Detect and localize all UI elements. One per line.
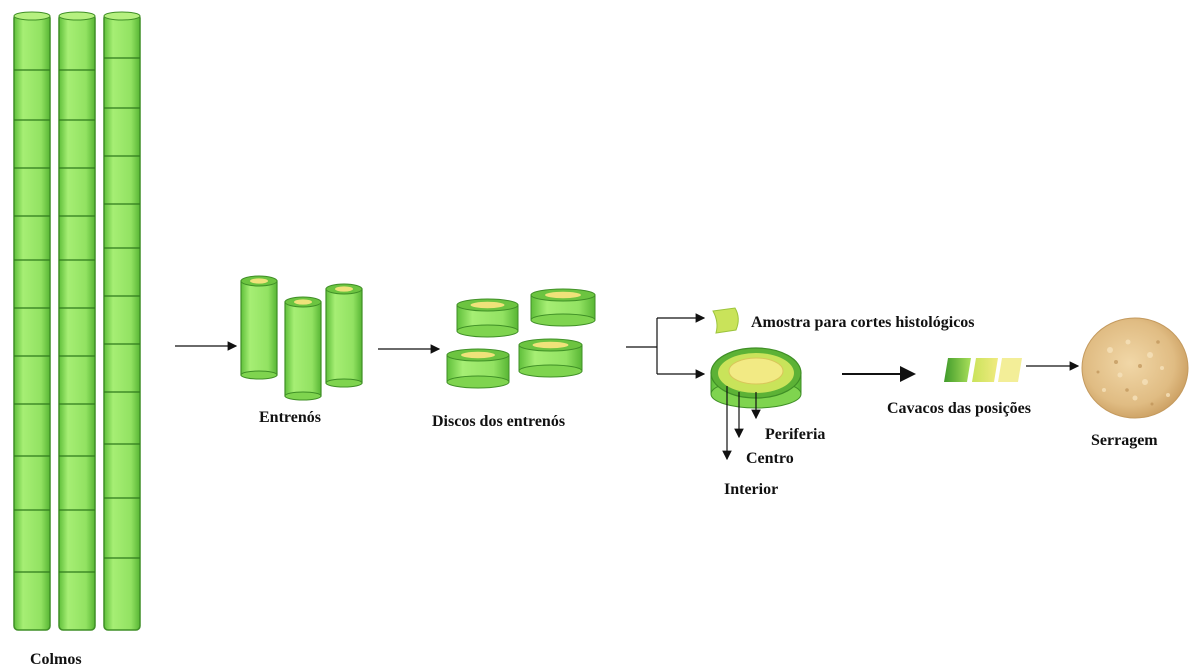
amostra-sample-shape (712, 307, 739, 334)
label-amostra: Amostra para cortes histológicos (751, 314, 975, 331)
branch-arrows (626, 313, 706, 379)
label-cavacos: Cavacos das posições (887, 400, 1031, 417)
entreno-2 (284, 296, 322, 401)
label-periferia: Periferia (765, 426, 825, 443)
entreno-1 (240, 275, 278, 380)
position-pointers (722, 386, 761, 461)
disco-2 (530, 288, 596, 327)
disco-1 (456, 298, 519, 338)
label-discos: Discos dos entrenós (432, 413, 565, 430)
colmo-2 (58, 11, 96, 631)
label-interior: Interior (724, 481, 778, 498)
colmo-3 (103, 11, 141, 631)
serragem-pile (1081, 317, 1189, 419)
disco-secao-posicoes (710, 347, 802, 409)
label-centro: Centro (746, 450, 794, 467)
entreno-3 (325, 283, 363, 388)
label-colmos: Colmos (30, 651, 82, 668)
disco-4 (518, 338, 583, 378)
cavacos-chips (944, 358, 1022, 382)
disco-3 (446, 348, 510, 389)
label-serragem: Serragem (1091, 432, 1158, 449)
colmo-1 (13, 11, 51, 631)
label-entrenos: Entrenós (259, 409, 321, 426)
